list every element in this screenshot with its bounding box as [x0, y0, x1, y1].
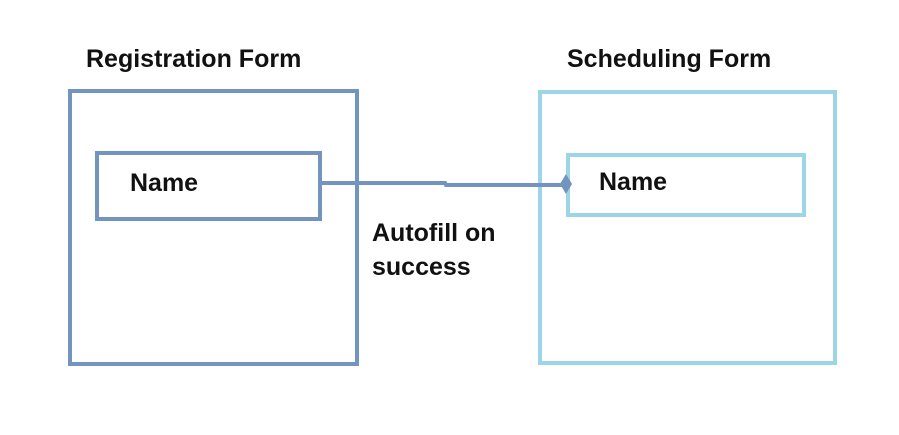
registration-name-field	[95, 151, 322, 221]
autofill-annotation: Autofill on success	[372, 219, 496, 281]
scheduling-name-field	[566, 153, 806, 217]
registration-name-label: Name	[130, 169, 199, 197]
scheduling-form-title: Scheduling Form	[567, 45, 772, 73]
registration-form-title: Registration Form	[86, 45, 302, 73]
scheduling-name-label: Name	[599, 168, 668, 196]
scheduling-form-box	[538, 90, 837, 365]
connector-line	[322, 181, 566, 187]
diamond-arrowhead-icon	[560, 174, 572, 194]
registration-form-box	[68, 89, 359, 366]
